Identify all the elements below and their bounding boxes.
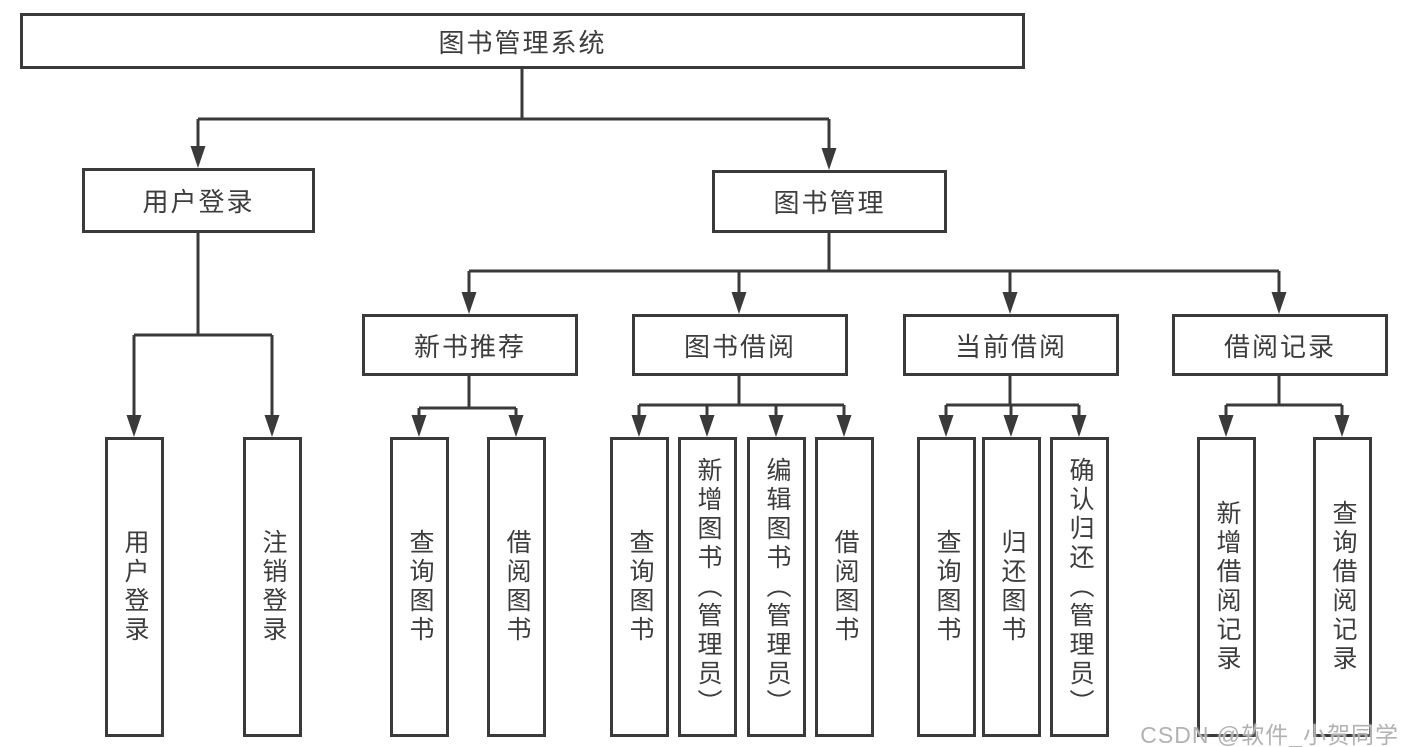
leaf-add-books-admin: 新增图书（管理员）: [678, 437, 737, 737]
leaf-query-books-borrow: 查询图书: [610, 437, 669, 737]
leaf-return-books: 归还图书: [982, 437, 1041, 737]
leaf-query-books-recommend: 查询图书: [390, 437, 449, 737]
leaf-add-borrow-record: 新增借阅记录: [1197, 437, 1256, 737]
leaf-confirm-return-admin: 确认归还（管理员）: [1050, 437, 1109, 737]
leaf-return-books-label: 归还图书: [998, 529, 1026, 645]
leaf-borrow-books-recommend-label: 借阅图书: [503, 529, 531, 645]
node-borrow-records: 借阅记录: [1172, 314, 1388, 376]
leaf-user-login-label: 用户登录: [121, 529, 149, 645]
node-user-login: 用户登录: [82, 168, 315, 233]
leaf-add-borrow-record-label: 新增借阅记录: [1213, 500, 1241, 674]
leaf-query-books-recommend-label: 查询图书: [406, 529, 434, 645]
leaf-add-books-admin-label: 新增图书（管理员）: [694, 456, 722, 718]
node-current-borrow: 当前借阅: [903, 314, 1119, 376]
leaf-query-books-current-label: 查询图书: [933, 529, 961, 645]
arrowheads: [126, 146, 1350, 437]
leaf-borrow-books-label: 借阅图书: [831, 529, 859, 645]
leaf-borrow-books: 借阅图书: [815, 437, 874, 737]
leaf-logout: 注销登录: [243, 437, 302, 737]
node-root: 图书管理系统: [20, 13, 1025, 69]
leaf-query-borrow-record: 查询借阅记录: [1313, 437, 1372, 737]
leaf-query-books-current: 查询图书: [917, 437, 976, 737]
leaf-edit-books-admin-label: 编辑图书（管理员）: [763, 456, 791, 718]
node-new-book-recommend: 新书推荐: [362, 314, 578, 376]
leaf-confirm-return-admin-label: 确认归还（管理员）: [1066, 456, 1094, 718]
leaf-edit-books-admin: 编辑图书（管理员）: [747, 437, 806, 737]
leaf-logout-label: 注销登录: [259, 529, 287, 645]
leaf-user-login: 用户登录: [105, 437, 164, 737]
leaf-query-borrow-record-label: 查询借阅记录: [1329, 500, 1357, 674]
node-book-borrow: 图书借阅: [632, 314, 848, 376]
watermark: CSDN @软件_小贺同学: [1140, 722, 1399, 747]
node-book-management: 图书管理: [712, 170, 947, 233]
leaf-query-books-borrow-label: 查询图书: [626, 529, 654, 645]
leaf-borrow-books-recommend: 借阅图书: [487, 437, 546, 737]
